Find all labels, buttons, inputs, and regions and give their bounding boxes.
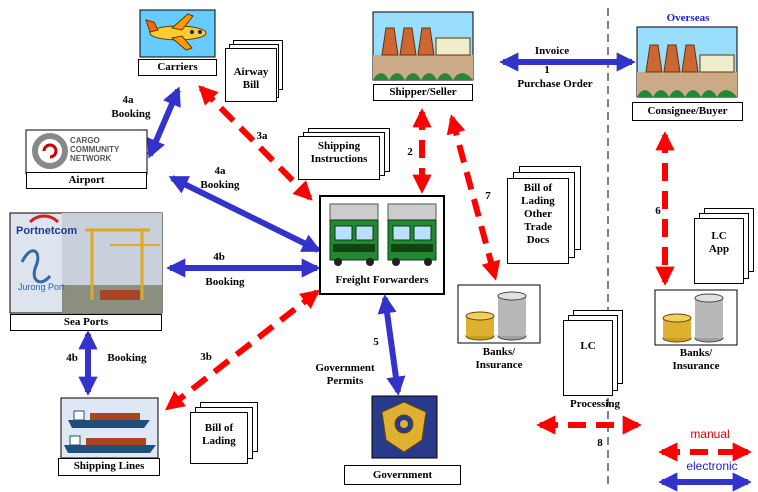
freight-forwarders-label: Freight Forwarders xyxy=(335,274,429,286)
factory-icon-overseas xyxy=(636,26,738,98)
bol-line3: Other xyxy=(523,208,553,220)
processing-label: Processing xyxy=(570,398,620,410)
airway-bill-line2: Bill xyxy=(242,79,260,91)
flow-number-2: 2 xyxy=(407,146,413,158)
booking-4a-left: Booking xyxy=(111,108,151,120)
bill-of-lading-trade-docs-document: Bill of Lading Other Trade Docs xyxy=(507,166,583,264)
lc-app-line2: App xyxy=(708,243,730,255)
flow-number-4a-mid: 4a xyxy=(214,165,226,177)
flow-number-4a-left: 4a xyxy=(122,94,134,106)
flow-number-4b-left: 4b xyxy=(66,352,78,364)
banks-label-line1: Banks/ xyxy=(482,346,516,358)
shipping-instructions-line1: Shipping xyxy=(317,140,361,152)
sea-ports-photo: Portnetcom Jurong Port xyxy=(9,212,163,314)
airway-bill-document: Airway Bill xyxy=(225,40,285,102)
bill-lading-line2: Lading xyxy=(202,435,236,447)
flow-number-4b-mid: 4b xyxy=(213,251,225,263)
booking-4a-mid: Booking xyxy=(200,179,240,191)
sea-ports-label: Sea Ports xyxy=(10,314,162,331)
trucks-icon xyxy=(319,195,445,295)
booking-4b-mid: Booking xyxy=(205,276,245,288)
flow-number-3b: 3b xyxy=(200,351,212,363)
government-permits-line2: Permits xyxy=(326,375,364,387)
consignee-buyer-label: Consignee/Buyer xyxy=(632,102,743,121)
airplane-icon xyxy=(139,9,216,58)
banks-insurance-overseas-label: Banks/ Insurance xyxy=(655,347,737,373)
bol-line2: Lading xyxy=(521,195,555,207)
legend-electronic-label: electronic xyxy=(686,459,738,473)
coins-icon-overseas xyxy=(654,289,738,346)
flow-number-5: 5 xyxy=(373,336,379,348)
shipping-instructions-line2: Instructions xyxy=(310,153,368,165)
bill-lading-line1: Bill of xyxy=(204,422,234,434)
bol-line1: Bill of xyxy=(523,182,553,194)
arrow-forwarders-shippinglines xyxy=(164,289,321,411)
banks-label-line2: Insurance xyxy=(475,359,523,371)
airway-bill-line1: Airway xyxy=(233,66,269,78)
shipper-seller-label: Shipper/Seller xyxy=(373,84,473,101)
bol-line4: Trade xyxy=(524,221,552,233)
bol-line5: Docs xyxy=(526,234,550,246)
arrow-carriers-forwarders xyxy=(198,85,313,201)
jurong-logo: Jurong Port xyxy=(18,282,65,292)
shipping-instructions-document: Shipping Instructions xyxy=(298,128,390,180)
banks-insurance-label: Banks/ Insurance xyxy=(458,346,540,372)
banks-overseas-label-line1: Banks/ xyxy=(679,347,713,359)
bill-of-lading-document: Bill of Lading xyxy=(190,402,258,464)
flow-number-3a: 3a xyxy=(256,130,268,142)
legend-manual-label: manual xyxy=(690,427,730,441)
airport-label: Airport xyxy=(26,172,147,189)
flow-number-8: 8 xyxy=(597,437,603,449)
flow-number-1: 1 xyxy=(544,64,550,76)
government-label: Government xyxy=(344,465,461,485)
factory-icon xyxy=(372,11,474,81)
ccn-logo-line3: NETWORK xyxy=(70,154,112,163)
invoice-label: Invoice xyxy=(534,45,570,57)
arrow-forwarders-government xyxy=(377,294,406,396)
arrow-airport-forwarders xyxy=(168,175,322,253)
lc-document: LC xyxy=(563,310,623,396)
cargo-community-network-logo: CARGO COMMUNITY NETWORK xyxy=(25,129,148,175)
carriers-label: Carriers xyxy=(138,59,217,76)
coins-icon xyxy=(457,284,541,344)
shipping-lines-label: Shipping Lines xyxy=(58,458,160,476)
lc-line1: LC xyxy=(580,340,596,352)
ccn-logo-line2: COMMUNITY xyxy=(70,145,120,154)
flow-number-6: 6 xyxy=(655,205,661,217)
ships-icon xyxy=(60,397,159,459)
booking-4b-left: Booking xyxy=(107,352,147,364)
arrow-carriers-airport xyxy=(147,86,181,159)
banks-overseas-label-line2: Insurance xyxy=(672,360,720,372)
lc-app-document: LC App xyxy=(694,208,754,284)
flow-number-7: 7 xyxy=(485,190,491,202)
government-permits-line1: Government xyxy=(315,362,375,374)
lc-app-line1: LC xyxy=(711,230,727,242)
overseas-label: Overseas xyxy=(666,12,710,24)
purchase-order-label: Purchase Order xyxy=(517,78,593,90)
portnet-logo: Portnetcom xyxy=(16,225,77,237)
government-crest-icon xyxy=(371,395,438,459)
ccn-logo-line1: CARGO xyxy=(70,136,100,145)
